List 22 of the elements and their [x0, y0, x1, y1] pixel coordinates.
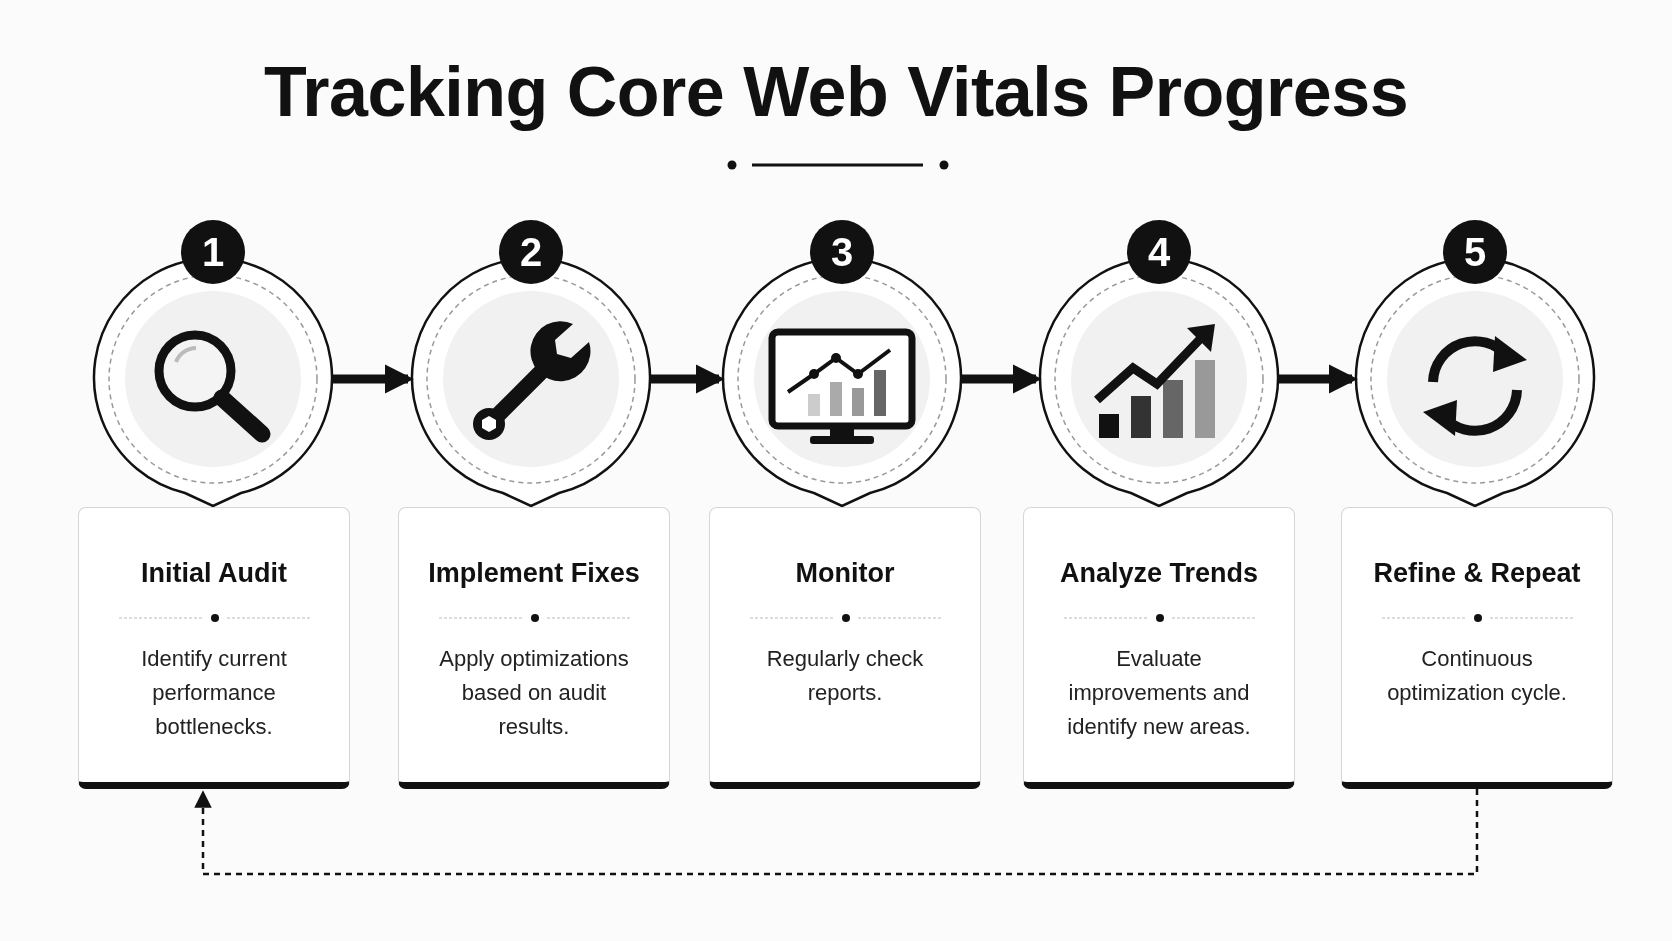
step-card [709, 507, 981, 789]
step-card [1023, 507, 1295, 789]
step-description: Identify current performance bottlenecks. [140, 645, 288, 741]
step-card [78, 507, 350, 789]
step-card [1341, 507, 1613, 789]
step-number-badge: 2 [499, 220, 563, 284]
step-number-badge: 1 [181, 220, 245, 284]
step-number-badge: 5 [1443, 220, 1507, 284]
loop-arrow [194, 789, 1479, 876]
step-title: Refine & Repeat [1372, 558, 1582, 589]
step-description: Apply optimizations based on audit results. [438, 645, 630, 741]
step-title: Initial Audit [140, 558, 288, 589]
step-number-badge: 4 [1127, 220, 1191, 284]
step-description: Evaluate improvements and identify new areas. [1066, 645, 1252, 741]
title: Tracking Core Web Vitals Progress [262, 52, 1410, 132]
step-card [398, 507, 670, 789]
step-number-badge: 3 [810, 220, 874, 284]
step-description: Continuous optimization cycle. [1386, 645, 1568, 707]
step-title: Analyze Trends [1058, 558, 1260, 589]
step-title: Implement Fixes [427, 558, 641, 589]
step-description: Regularly check reports. [765, 645, 925, 707]
step-title: Monitor [794, 558, 896, 589]
